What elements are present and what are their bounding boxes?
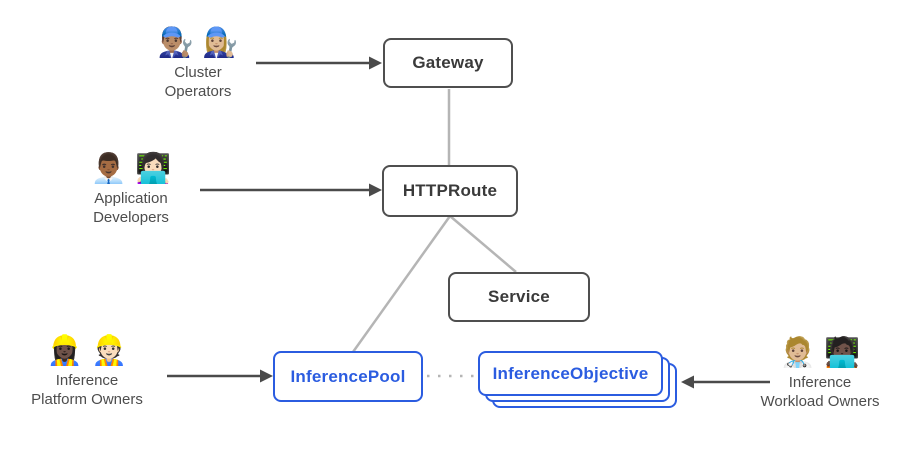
inferenceobjective-label: InferenceObjective <box>492 363 649 383</box>
actor-cluster-operators: 👨🏽‍🔧 👩🏼‍🔧 Cluster Operators <box>118 25 278 102</box>
connector-httproute-inferencepool <box>351 215 452 353</box>
arrowhead-inferenceobjective <box>681 375 694 389</box>
inference-workload-owners-emoji: 🧑🏼‍⚕️ 🧑🏿‍💻 <box>779 337 861 369</box>
arrowhead-httproute <box>369 183 382 197</box>
application-developers-label-line2: Developers <box>93 209 169 226</box>
node-gateway: Gateway <box>383 38 513 88</box>
node-inferencepool: InferencePool <box>273 351 423 402</box>
inference-platform-owners-label-line1: Inference <box>55 372 119 390</box>
arrowhead-gateway <box>369 56 382 70</box>
application-developers-emoji: 👨🏾‍💼 👩🏻‍💻 <box>90 153 172 185</box>
application-developers-label-line1: Application <box>94 190 168 208</box>
cluster-operators-emoji: 👨🏽‍🔧 👩🏼‍🔧 <box>157 27 239 59</box>
inferencepool-label: InferencePool <box>290 366 406 386</box>
inference-platform-owners-emoji: 👷🏿‍♀️ 👷🏻 <box>46 335 128 367</box>
actor-application-developers: 👨🏾‍💼 👩🏻‍💻 Application Developers <box>51 151 211 228</box>
arrowhead-inferencepool <box>260 369 273 383</box>
inference-platform-owners-label-line2: Platform Owners <box>31 391 143 408</box>
actor-inference-platform-owners: 👷🏿‍♀️ 👷🏻 Inference Platform Owners <box>7 333 167 410</box>
node-service: Service <box>448 272 590 322</box>
connector-httproute-service <box>449 215 517 273</box>
gateway-label: Gateway <box>412 53 484 72</box>
actor-inference-workload-owners: 🧑🏼‍⚕️ 🧑🏿‍💻 Inference Workload Owners <box>740 335 900 412</box>
cluster-operators-label-line1: Cluster <box>174 64 222 82</box>
inference-workload-owners-label-line2: Workload Owners <box>760 393 880 410</box>
cluster-operators-label-line2: Operators <box>164 83 232 100</box>
service-label: Service <box>488 287 550 306</box>
inference-workload-owners-label-line1: Inference <box>788 374 852 392</box>
node-httproute: HTTPRoute <box>382 165 518 217</box>
httproute-label: HTTPRoute <box>402 181 498 200</box>
node-inferenceobjective: InferenceObjective <box>478 351 663 396</box>
